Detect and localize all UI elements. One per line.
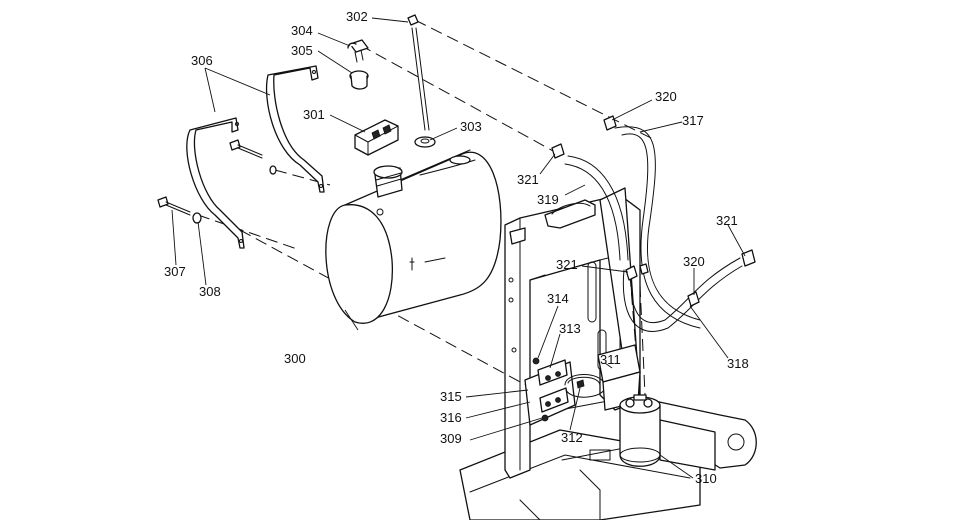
bolt-307-rear [229, 139, 263, 159]
callout-313: 313 [559, 321, 581, 336]
callout-304: 304 [291, 23, 313, 38]
sender-302 [407, 14, 430, 131]
callout-312: 312 [561, 430, 583, 445]
callout-303: 303 [460, 119, 482, 134]
callout-308: 308 [199, 284, 221, 299]
washer-308-front [192, 212, 202, 224]
nut-309 [541, 414, 549, 422]
strap-306-front [186, 117, 245, 249]
cap-301 [354, 119, 399, 156]
nut-314 [532, 357, 540, 365]
callout-321-middle: 321 [556, 257, 578, 272]
hose-319 [564, 155, 629, 261]
bracket-313 [524, 359, 576, 426]
callout-318: 318 [727, 356, 749, 371]
callout-321-right: 321 [716, 213, 738, 228]
callout-302: 302 [346, 9, 368, 24]
clamp-321-right [741, 249, 756, 267]
callout-310: 310 [695, 471, 717, 486]
washer-308-rear [269, 165, 277, 175]
callout-321-upper: 321 [517, 172, 539, 187]
leader-lines [171, 17, 746, 479]
tank-300 [325, 149, 526, 324]
callout-315: 315 [440, 389, 462, 404]
clamp-320-lower [687, 291, 700, 307]
callout-300: 300 [284, 351, 306, 366]
callout-labels: 300 301 302 303 304 305 306 307 308 309 … [164, 9, 749, 486]
grommet-305 [349, 70, 369, 90]
grommet-303 [414, 136, 436, 148]
bolt-307-front [157, 196, 191, 216]
strap-306-rear [265, 65, 325, 193]
hose-318 [622, 257, 743, 332]
fitting-304 [347, 39, 369, 63]
callout-317: 317 [682, 113, 704, 128]
clamp-312 [564, 374, 606, 398]
callout-306: 306 [191, 53, 213, 68]
callout-305: 305 [291, 43, 313, 58]
callout-314: 314 [547, 291, 569, 306]
filter-310 [619, 394, 661, 467]
clamp-320-upper [603, 115, 617, 131]
clamp-321-middle [625, 263, 649, 281]
callout-320-upper: 320 [655, 89, 677, 104]
callout-309: 309 [440, 431, 462, 446]
callout-301: 301 [303, 107, 325, 122]
callout-307: 307 [164, 264, 186, 279]
callout-311: 311 [600, 352, 621, 367]
callout-316: 316 [440, 410, 462, 425]
callout-320-lower: 320 [683, 254, 705, 269]
callout-319: 319 [537, 192, 559, 207]
